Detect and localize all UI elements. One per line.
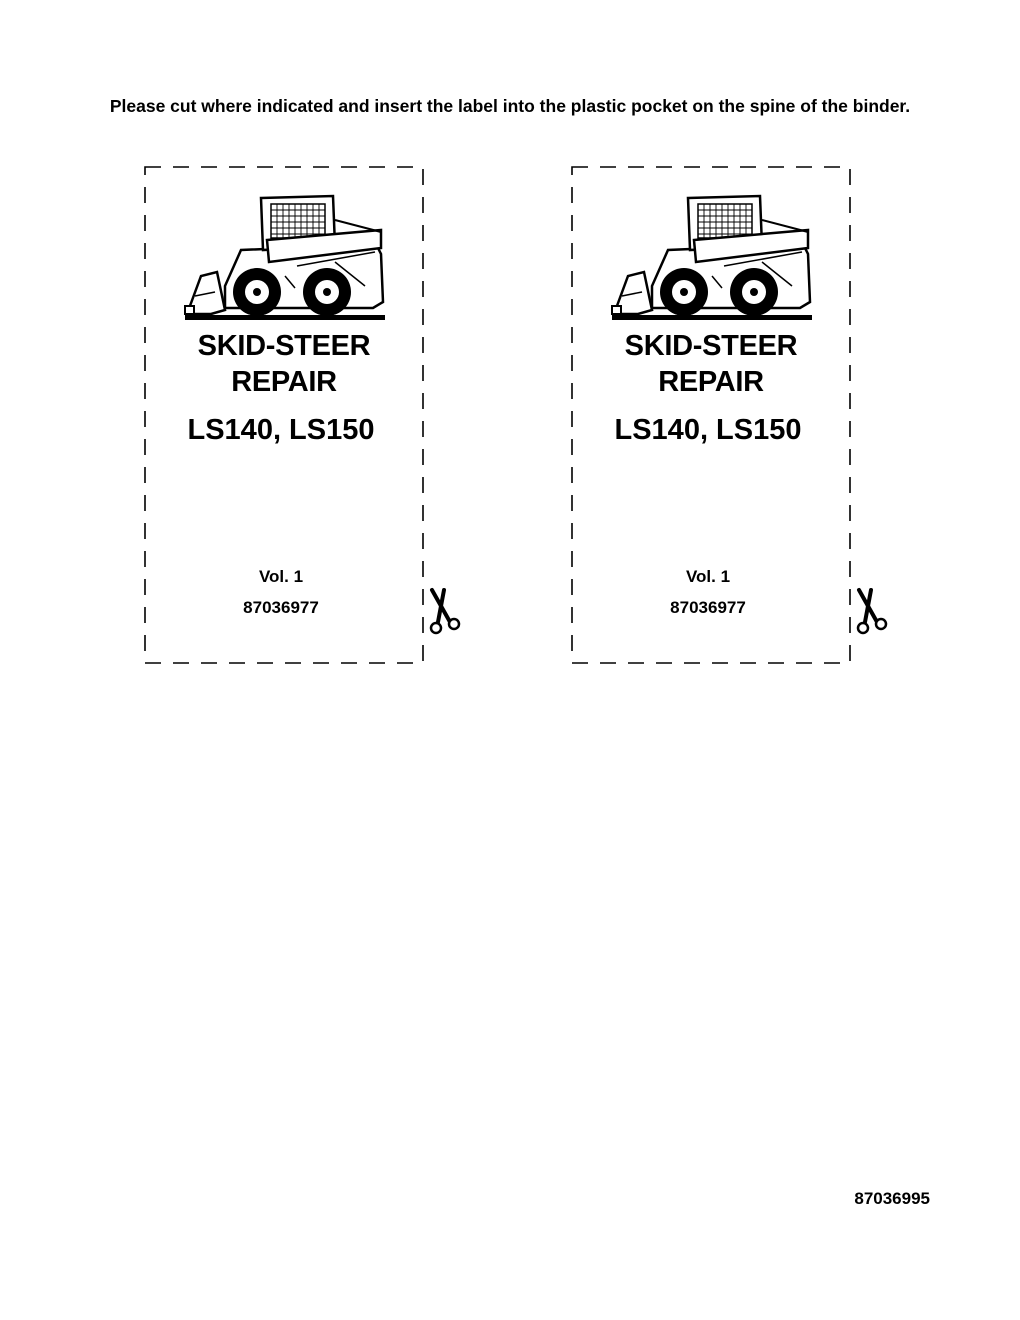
skid-steer-loader-icon (184, 194, 385, 320)
scissors-icon (856, 588, 888, 635)
volume-number: Vol. 1 (685, 567, 731, 586)
cut-instructions: Please cut where indicated and insert th… (109, 96, 911, 116)
title-line-1: SKID-STEER (624, 330, 798, 362)
model-numbers: LS140, LS150 (614, 414, 802, 446)
dashed-cut-border (144, 166, 424, 664)
skid-steer-loader-icon (611, 194, 812, 320)
manual-title: SKID-STEER REPAIR (571, 328, 851, 400)
manual-title: SKID-STEER REPAIR (144, 328, 424, 400)
document-code: 87036995 (854, 1189, 930, 1208)
title-line-2: REPAIR (231, 366, 337, 398)
title-line-2: REPAIR (658, 366, 764, 398)
scissors-icon (429, 588, 461, 635)
dashed-cut-border (571, 166, 851, 664)
title-line-1: SKID-STEER (197, 330, 371, 362)
part-number: 87036977 (243, 598, 319, 617)
part-number: 87036977 (670, 598, 746, 617)
volume-number: Vol. 1 (258, 567, 304, 586)
spine-label-left: SKID-STEER REPAIR LS140, LS150 Vol. 1 87… (144, 166, 461, 664)
spine-label-right: SKID-STEER REPAIR LS140, LS150 Vol. 1 87… (571, 166, 888, 664)
model-numbers: LS140, LS150 (187, 414, 375, 446)
